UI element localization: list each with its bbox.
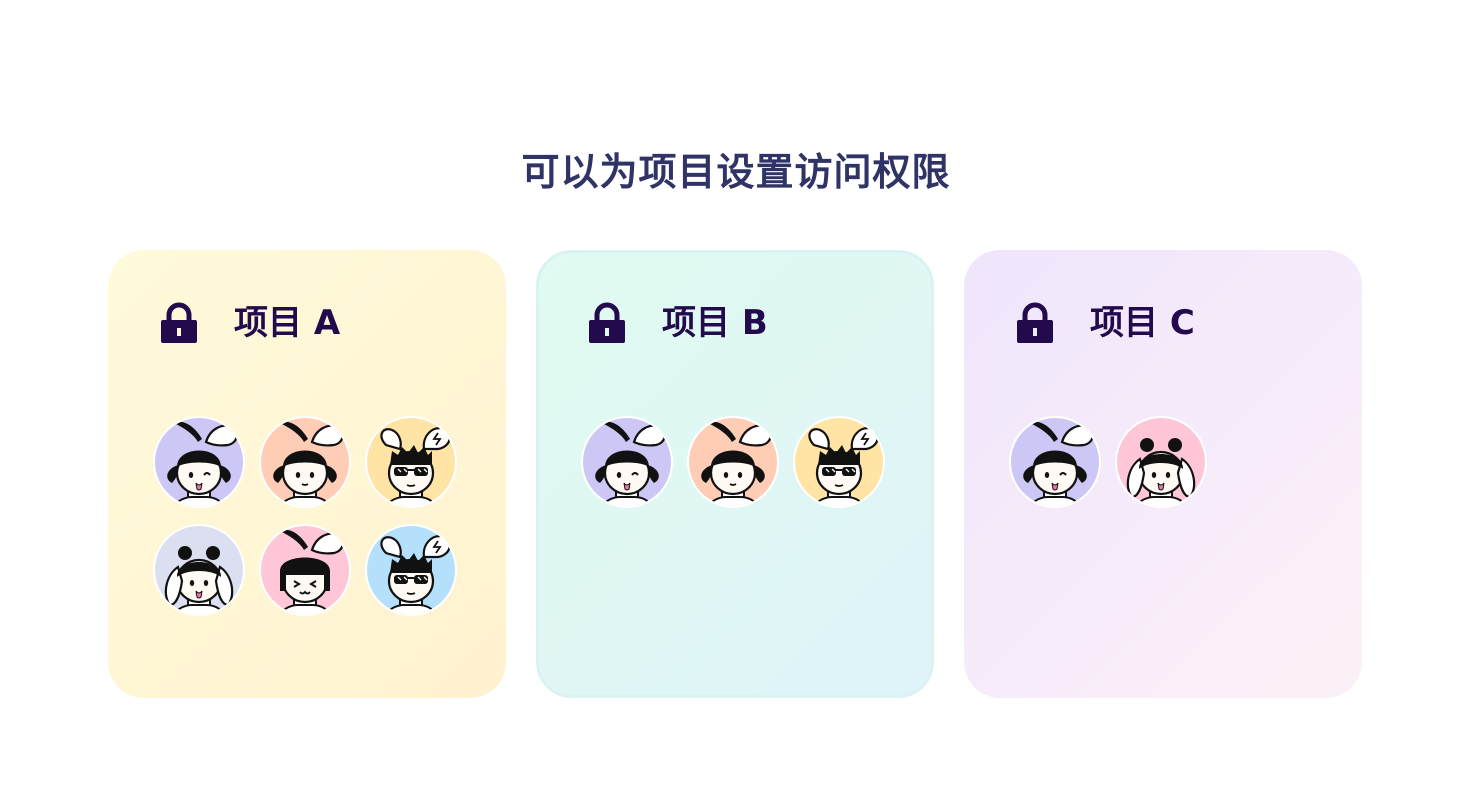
member-avatar	[1009, 416, 1101, 508]
member-avatar	[365, 416, 457, 508]
member-avatar	[793, 416, 885, 508]
member-avatar	[365, 524, 457, 616]
lock-icon	[589, 302, 625, 343]
member-avatar	[153, 416, 245, 508]
member-avatar	[1115, 416, 1207, 508]
member-avatar	[259, 524, 351, 616]
project-header: 项目 A	[160, 300, 340, 346]
member-avatar-list	[152, 415, 472, 617]
page-title: 可以为项目设置访问权限	[521, 150, 951, 194]
project-header: 项目 C	[1016, 300, 1195, 346]
member-avatar	[153, 524, 245, 616]
project-card-b[interactable]: 项目 B	[536, 250, 934, 698]
lock-icon	[1017, 302, 1053, 343]
member-avatar-list	[1008, 415, 1328, 509]
project-header: 项目 B	[588, 300, 768, 346]
project-card-a[interactable]: 项目 A	[108, 250, 506, 698]
project-title: 项目 C	[1090, 303, 1195, 343]
member-avatar-list	[580, 415, 900, 509]
member-avatar	[581, 416, 673, 508]
project-title: 项目 B	[662, 303, 768, 343]
member-avatar	[687, 416, 779, 508]
project-card-c[interactable]: 项目 C	[964, 250, 1362, 698]
member-avatar	[259, 416, 351, 508]
lock-icon	[161, 302, 197, 343]
project-title: 项目 A	[234, 303, 341, 343]
